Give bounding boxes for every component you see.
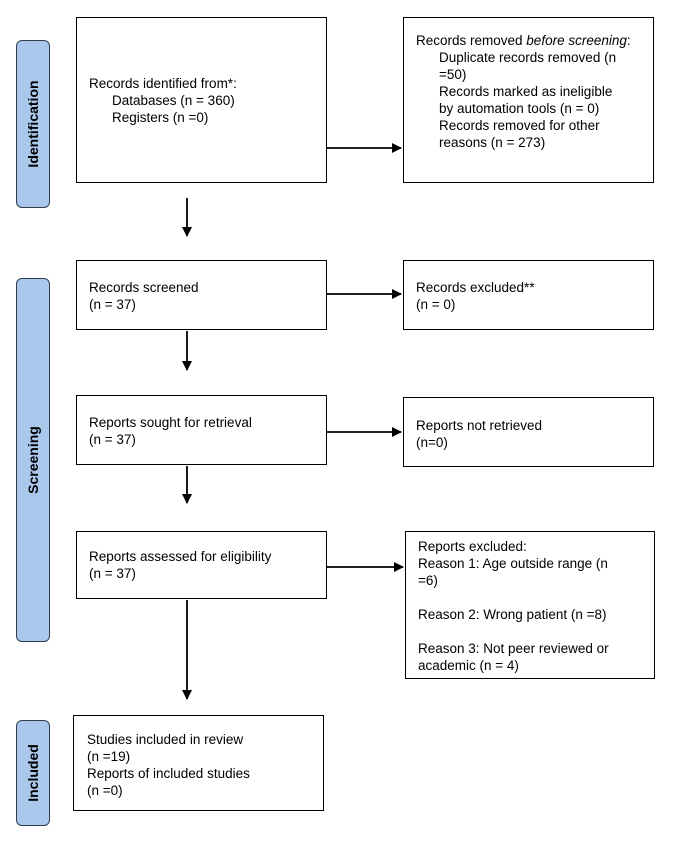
records-removed-title: Records removed before screening:	[416, 33, 631, 48]
records-identified-box: Records identified from*: Databases (n =…	[76, 17, 327, 183]
reports-not-retrieved-title: Reports not retrieved	[416, 418, 543, 433]
reports-sought-count: (n = 37)	[89, 432, 136, 447]
reports-sought-title: Reports sought for retrieval	[89, 415, 252, 430]
records-excluded-title: Records excluded**	[416, 280, 535, 295]
records-screened-count: (n = 37)	[89, 297, 136, 312]
reason-1-line-1: Reason 1: Age outside range (n	[418, 556, 608, 571]
reason-2: Reason 2: Wrong patient (n =8)	[418, 607, 607, 622]
reports-not-retrieved-box: Reports not retrieved (n=0)	[403, 397, 654, 467]
records-screened-title: Records screened	[89, 280, 199, 295]
reports-included-count: (n =0)	[87, 783, 123, 798]
other-removed: Records removed for other reasons (n = 2…	[439, 118, 600, 150]
databases-count: Databases (n = 360)	[112, 93, 235, 108]
phase-screening-bar: Screening	[16, 278, 50, 642]
reports-included-title: Reports of included studies	[87, 766, 250, 781]
duplicates-removed: Duplicate records removed (n =50)	[439, 50, 617, 82]
reports-excluded-box: Reports excluded: Reason 1: Age outside …	[405, 531, 655, 679]
records-screened-box: Records screened (n = 37)	[76, 260, 327, 330]
registers-count: Registers (n =0)	[112, 110, 209, 125]
phase-included-bar: Included	[16, 720, 50, 826]
reason-3-line-2: academic (n = 4)	[418, 658, 519, 673]
records-identified-title: Records identified from*:	[89, 76, 237, 91]
reports-assessed-title: Reports assessed for eligibility	[89, 549, 272, 564]
reports-assessed-box: Reports assessed for eligibility (n = 37…	[76, 531, 327, 599]
reports-assessed-count: (n = 37)	[89, 566, 136, 581]
phase-identification-bar: Identification	[16, 40, 50, 208]
studies-included-box: Studies included in review (n =19) Repor…	[73, 715, 324, 811]
records-excluded-count: (n = 0)	[416, 297, 456, 312]
reports-sought-box: Reports sought for retrieval (n = 37)	[76, 395, 327, 465]
reports-not-retrieved-count: (n=0)	[416, 435, 448, 450]
reason-1-line-2: =6)	[418, 573, 438, 588]
records-removed-box: Records removed before screening: Duplic…	[403, 17, 654, 183]
studies-included-count: (n =19)	[87, 749, 131, 764]
reason-3-line-1: Reason 3: Not peer reviewed or	[418, 641, 609, 656]
ineligible-removed: Records marked as ineligible by automati…	[439, 84, 613, 116]
studies-included-title: Studies included in review	[87, 732, 244, 747]
reports-excluded-title: Reports excluded:	[418, 539, 527, 554]
records-excluded-box: Records excluded** (n = 0)	[403, 260, 654, 330]
